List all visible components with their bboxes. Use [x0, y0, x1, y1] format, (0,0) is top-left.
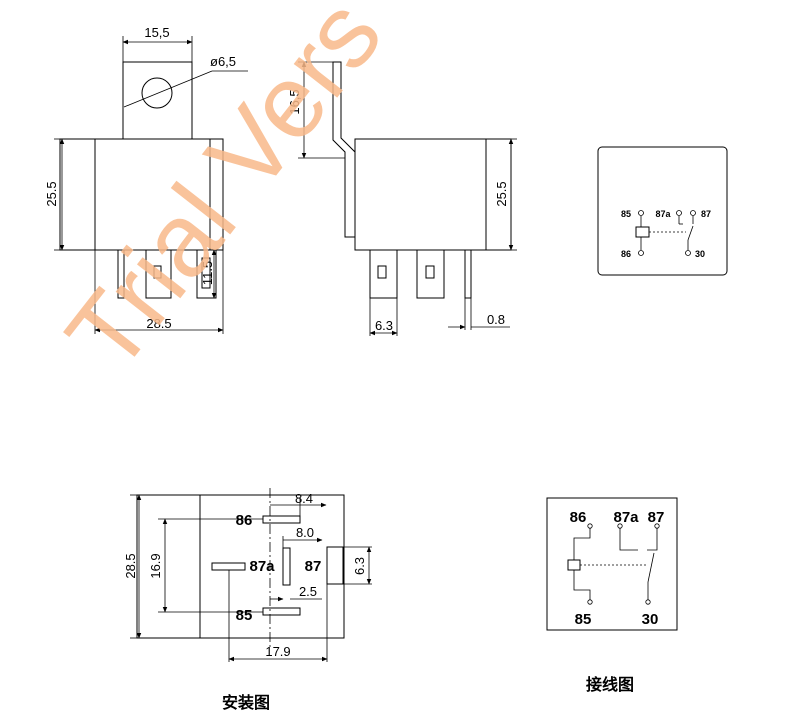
dim-pin-length: 11.5 [200, 261, 215, 285]
pin-slot-86 [262, 515, 301, 524]
pin [416, 249, 445, 299]
small-schematic: 85 87a 87 86 30 [597, 146, 728, 276]
wiring-caption: 接线图 [586, 675, 634, 694]
install-caption: 安装图 [222, 693, 270, 712]
side-view: 16,5 25.5 6.3 0.8 [287, 61, 517, 336]
small-label-86: 86 [621, 249, 631, 259]
small-label-30: 30 [695, 249, 705, 259]
mounting-bracket [122, 61, 193, 140]
pin-slot-87 [326, 546, 344, 585]
dim-2-5: 2.5 [299, 584, 317, 599]
pin [464, 249, 472, 299]
install-label-85: 85 [236, 607, 253, 624]
dim-17-9: 17.9 [265, 644, 290, 659]
wiring-frame [546, 497, 678, 631]
pin-slot-85 [262, 607, 301, 616]
relay-body-side [354, 138, 512, 251]
dim-height-side: 25.5 [494, 181, 509, 206]
dim-width-front: 28.5 [146, 316, 171, 331]
pin-slot-87a [211, 562, 246, 571]
install-label-87a: 87a [249, 558, 275, 575]
dim-width-top: 15,5 [144, 25, 169, 40]
dim-pin-width: 6.3 [375, 318, 393, 333]
dim-16-9: 16.9 [148, 553, 163, 578]
wiring-label-87: 87 [648, 509, 665, 526]
dim-hole: ø6,5 [210, 54, 236, 69]
pin-slot-30 [282, 547, 291, 586]
mounting-hole [141, 77, 173, 109]
small-label-87: 87 [701, 209, 711, 219]
pin [145, 249, 172, 299]
dim-pin-thickness: 0.8 [487, 312, 505, 327]
small-label-85: 85 [621, 209, 631, 219]
dim-8-0: 8.0 [296, 525, 314, 540]
small-schematic-frame [597, 146, 728, 276]
pin [117, 249, 125, 299]
install-view: 86 87a 87 85 8.4 8.0 2.5 6.3 16.9 28.5 [123, 488, 372, 712]
wiring-label-86: 86 [570, 509, 587, 526]
dim-28-5: 28.5 [123, 553, 138, 578]
dim-6-3: 6.3 [352, 557, 367, 575]
small-label-87a: 87a [655, 209, 671, 219]
wiring-label-87a: 87a [613, 509, 639, 526]
pin [369, 249, 398, 299]
front-view: 15,5 ø6,5 25.5 11.5 28.5 [44, 25, 248, 334]
wiring-label-30: 30 [642, 611, 659, 628]
dim-height-front: 25.5 [44, 181, 59, 206]
install-label-86: 86 [236, 512, 253, 529]
coil [567, 559, 581, 571]
install-label-87: 87 [305, 558, 322, 575]
wiring-diagram: 86 87a 87 85 30 接线图 [546, 497, 678, 694]
dim-bracket-height: 16,5 [287, 89, 302, 114]
wiring-label-85: 85 [575, 611, 592, 628]
dim-8-4: 8.4 [295, 491, 313, 506]
